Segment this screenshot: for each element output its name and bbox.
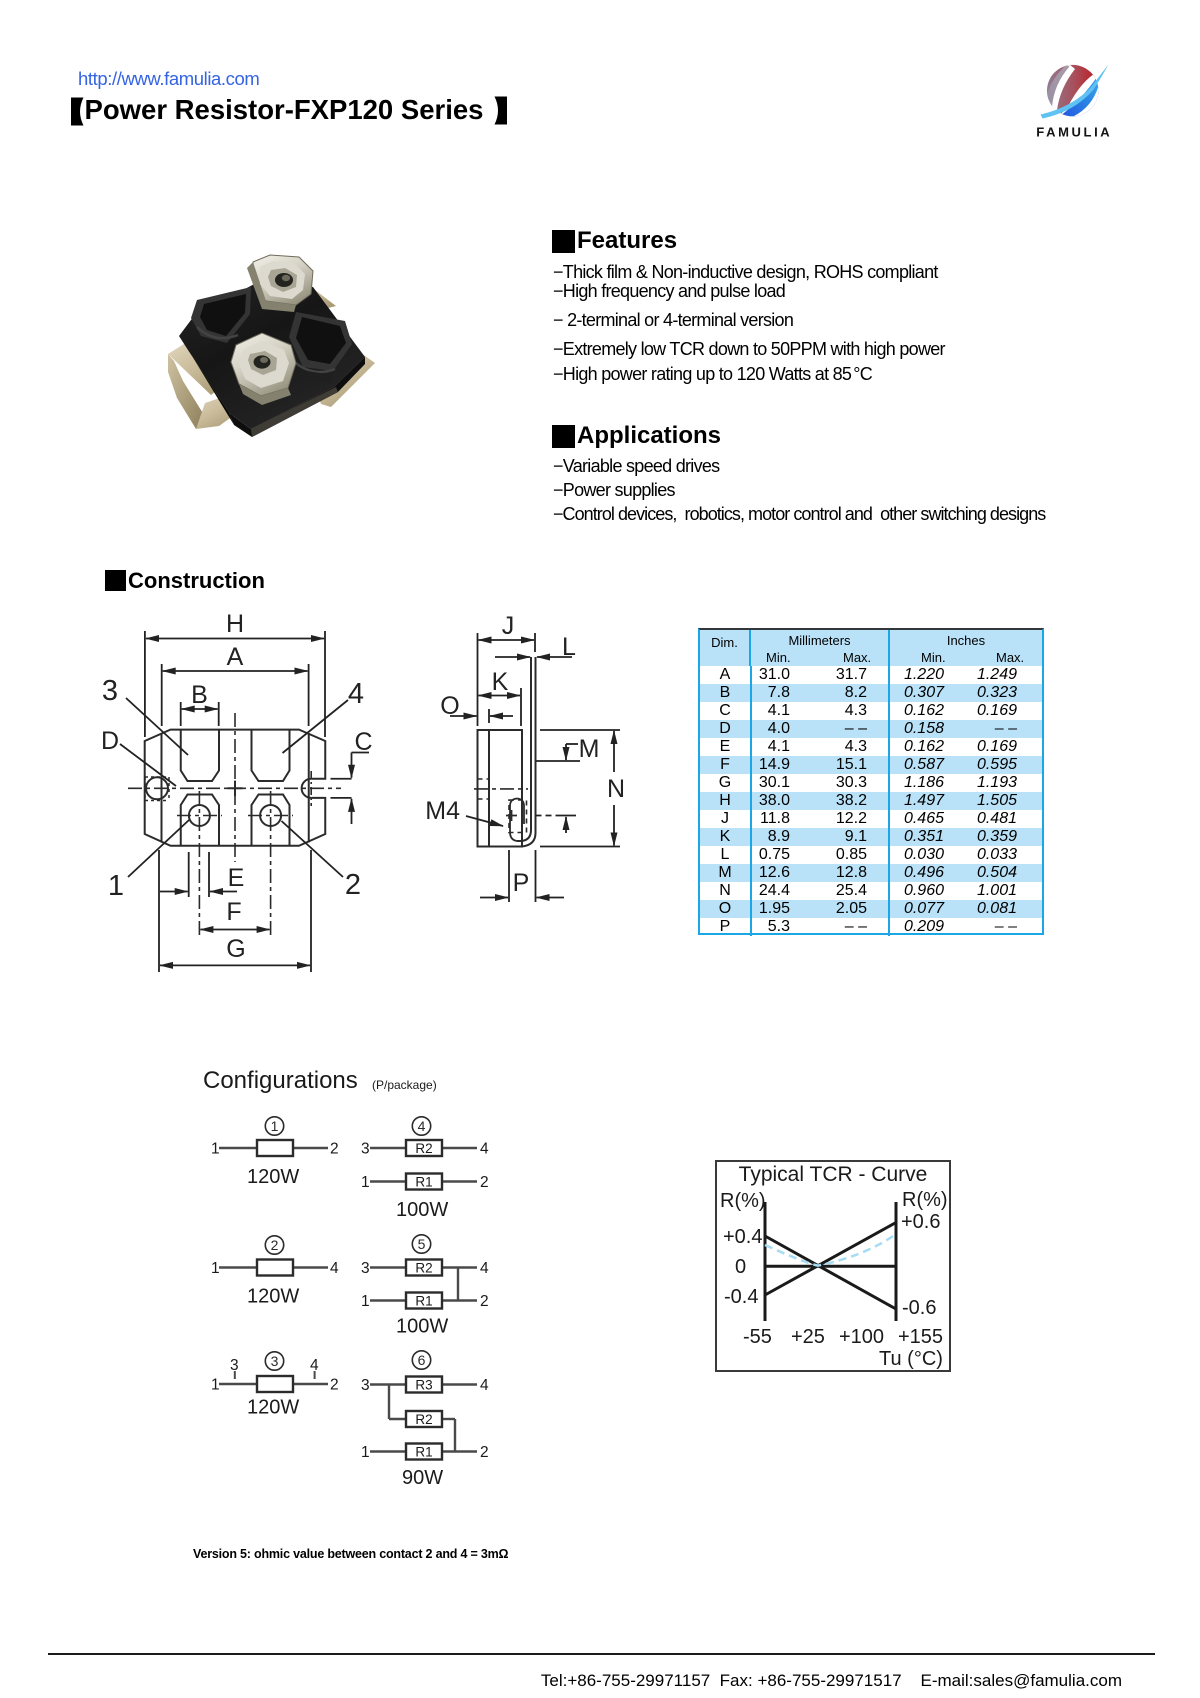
svg-text:2: 2: [480, 1174, 489, 1191]
svg-text:N: N: [607, 775, 625, 803]
svg-text:120W: 120W: [247, 1166, 299, 1188]
svg-text:4: 4: [418, 1118, 426, 1134]
svg-text:2: 2: [271, 1237, 279, 1253]
svg-text:E: E: [228, 864, 245, 892]
svg-text:J: J: [502, 612, 515, 640]
svg-text:L: L: [562, 633, 576, 661]
svg-text:0: 0: [735, 1256, 746, 1278]
svg-text:P: P: [513, 869, 530, 897]
svg-text:B: B: [191, 681, 208, 709]
svg-text:F: F: [226, 898, 241, 926]
svg-text:-0.6: -0.6: [902, 1297, 936, 1319]
svg-text:4: 4: [480, 1260, 489, 1277]
svg-text:120W: 120W: [247, 1286, 299, 1308]
svg-text:R3: R3: [415, 1378, 432, 1393]
svg-text:R(%): R(%): [902, 1189, 948, 1211]
svg-text:3: 3: [361, 1377, 370, 1394]
svg-text:100W: 100W: [396, 1316, 448, 1338]
svg-text:G: G: [226, 935, 245, 963]
svg-text:+155: +155: [898, 1326, 943, 1348]
svg-text:R2: R2: [415, 1141, 432, 1156]
svg-text:FAMULIA: FAMULIA: [1036, 125, 1112, 140]
svg-text:4: 4: [480, 1377, 489, 1394]
svg-text:100W: 100W: [396, 1199, 448, 1221]
svg-text:-55: -55: [743, 1326, 772, 1348]
svg-text:1: 1: [108, 870, 124, 902]
svg-text:-0.4: -0.4: [724, 1286, 758, 1308]
svg-text:C: C: [354, 728, 372, 756]
svg-text:3: 3: [361, 1141, 370, 1158]
svg-text:1: 1: [211, 1377, 220, 1394]
svg-text:+0.6: +0.6: [901, 1211, 940, 1233]
svg-text:1: 1: [211, 1260, 220, 1277]
svg-text:R2: R2: [415, 1261, 432, 1276]
svg-text:2: 2: [330, 1377, 339, 1394]
svg-text:A: A: [227, 643, 244, 671]
svg-text:2: 2: [345, 869, 361, 901]
svg-text:90W: 90W: [402, 1467, 443, 1489]
svg-text:M4: M4: [425, 797, 460, 825]
svg-text:1: 1: [271, 1118, 279, 1134]
svg-text:D: D: [101, 727, 119, 755]
svg-text:R1: R1: [415, 1445, 432, 1460]
svg-text:Tu (°C): Tu (°C): [879, 1348, 943, 1370]
svg-text:4: 4: [330, 1260, 339, 1277]
svg-text:5: 5: [418, 1236, 426, 1252]
svg-text:R1: R1: [415, 1175, 432, 1190]
svg-text:2: 2: [480, 1444, 489, 1461]
svg-text:R2: R2: [415, 1412, 432, 1427]
svg-text:K: K: [492, 668, 509, 696]
svg-text:4: 4: [348, 678, 364, 710]
svg-text:1: 1: [361, 1444, 370, 1461]
svg-text:4: 4: [310, 1357, 319, 1374]
svg-text:R1: R1: [415, 1294, 432, 1309]
svg-text:4: 4: [480, 1141, 489, 1158]
svg-text:M: M: [579, 735, 600, 763]
svg-text:2: 2: [480, 1293, 489, 1310]
svg-text:1: 1: [361, 1174, 370, 1191]
svg-text:1: 1: [361, 1293, 370, 1310]
svg-text:2: 2: [330, 1141, 339, 1158]
svg-text:+100: +100: [839, 1326, 884, 1348]
svg-text:3: 3: [271, 1353, 279, 1369]
svg-text:1: 1: [211, 1141, 220, 1158]
svg-text:3: 3: [230, 1357, 239, 1374]
svg-text:R(%): R(%): [720, 1190, 766, 1212]
svg-text:O: O: [440, 692, 459, 720]
svg-text:+0.4: +0.4: [723, 1226, 762, 1248]
svg-text:+25: +25: [791, 1326, 825, 1348]
svg-text:120W: 120W: [247, 1397, 299, 1419]
svg-text:H: H: [226, 610, 244, 638]
svg-text:3: 3: [361, 1260, 370, 1277]
svg-text:3: 3: [102, 675, 118, 707]
svg-text:6: 6: [418, 1352, 426, 1368]
